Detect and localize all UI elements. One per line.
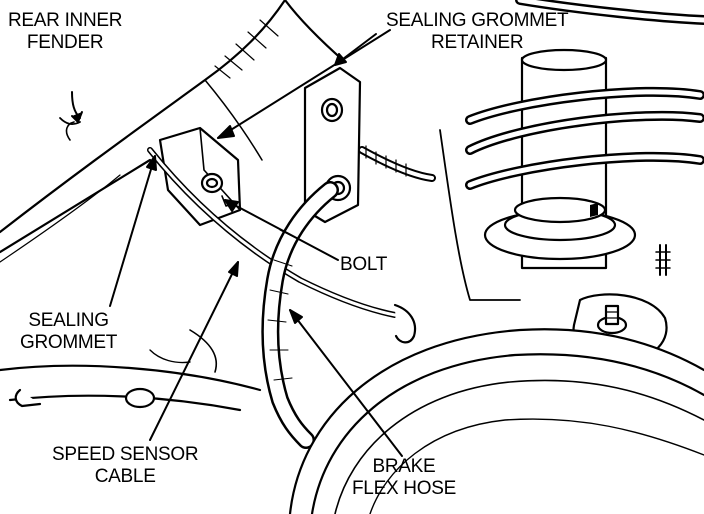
sealing-grommet-retainer-label: SEALING GROMMET RETAINER — [386, 10, 569, 53]
rear-inner-fender-drawing — [0, 0, 347, 263]
bolt-label: BOLT — [340, 254, 388, 275]
brake-flex-hose-drawing — [261, 181, 339, 449]
brake-flex-hose-label: BRAKE FLEX HOSE — [352, 456, 456, 499]
speed-sensor-cable-drawing — [147, 145, 436, 344]
speed-sensor-cable-label: SPEED SENSOR CABLE — [52, 444, 199, 487]
lower-suspension-drawing — [0, 329, 262, 412]
sealing-grommet-label: SEALING GROMMET — [20, 310, 118, 353]
retainer-bracket-drawing — [158, 126, 242, 227]
rear-inner-fender-label: REAR INNER FENDER — [8, 10, 123, 53]
coil-spring-strut-drawing — [439, 0, 704, 301]
brake-drum-drawing — [288, 328, 704, 514]
leader-lines — [71, 29, 403, 457]
